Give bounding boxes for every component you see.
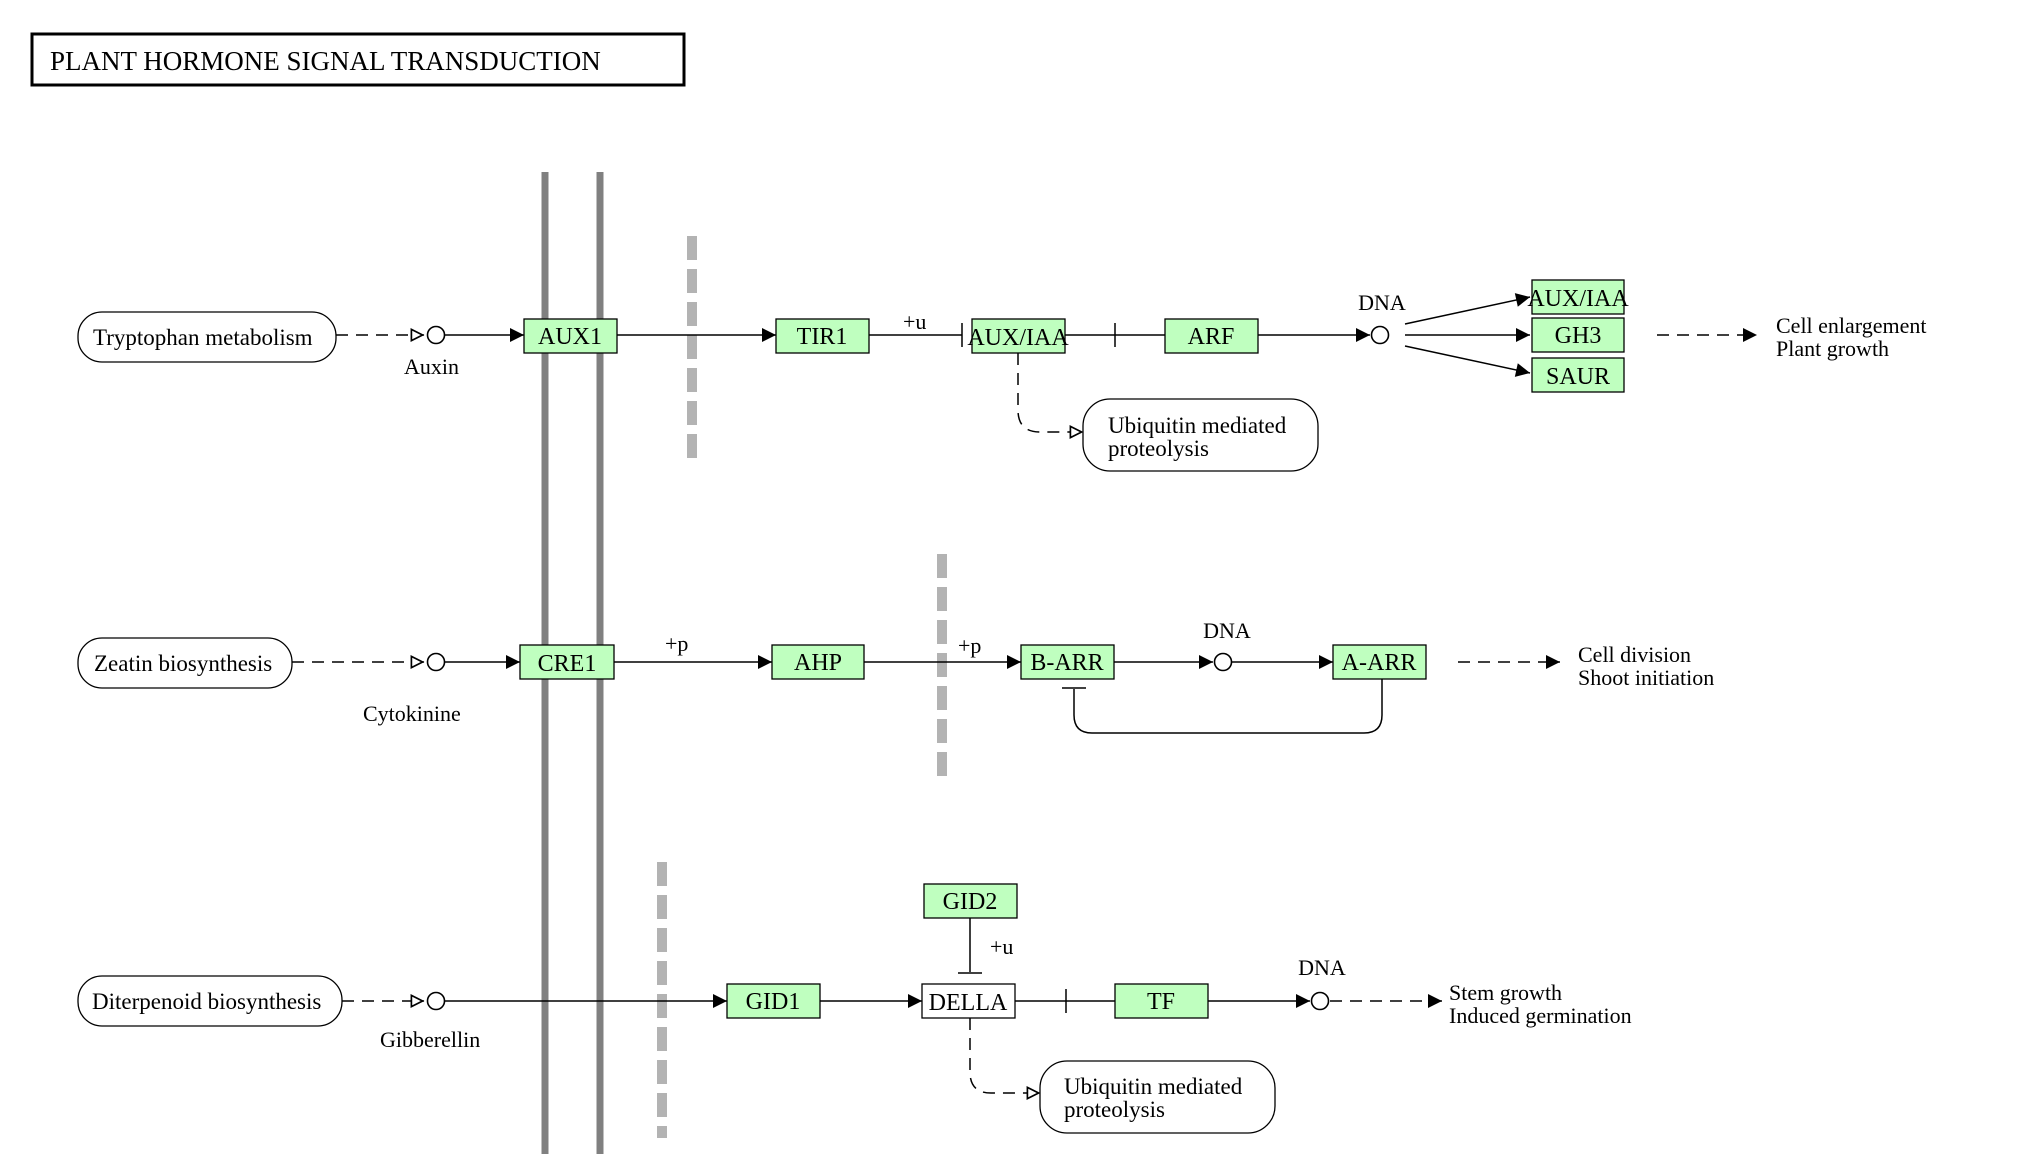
gene-ahp[interactable]: AHP — [771, 644, 865, 680]
gene-b-arr[interactable]: B-ARR — [1020, 644, 1115, 680]
compound-gibberellin[interactable] — [426, 991, 446, 1011]
gene-a-arr[interactable]: A-ARR — [1332, 644, 1427, 680]
edge-dna-saur — [1404, 345, 1531, 377]
edge-dna-auxiaa-out — [1404, 293, 1531, 325]
gene-tf[interactable]: TF — [1114, 983, 1209, 1019]
svg-text:AUX1: AUX1 — [538, 324, 602, 350]
svg-text:proteolysis: proteolysis — [1108, 436, 1209, 461]
outcome-stem-growth: Stem growth — [1449, 980, 1562, 1005]
gene-gh3[interactable]: GH3 — [1531, 317, 1625, 353]
outcome-induced-germination: Induced germination — [1449, 1003, 1632, 1028]
modification-ubiquitination-1: +u — [903, 309, 926, 334]
compound-dna-3-label: DNA — [1298, 955, 1346, 980]
compound-dna-2-label: DNA — [1203, 618, 1251, 643]
outcome-shoot-initiation: Shoot initiation — [1578, 665, 1714, 690]
pathway-zeatin-biosynthesis[interactable]: Zeatin biosynthesis — [77, 637, 293, 689]
gene-tir1[interactable]: TIR1 — [775, 318, 870, 354]
svg-text:PLANT HORMONE SIGNAL TRANSDUCT: PLANT HORMONE SIGNAL TRANSDUCTION — [50, 46, 601, 76]
gene-aux1[interactable]: AUX1 — [523, 318, 618, 354]
diagram-title: PLANT HORMONE SIGNAL TRANSDUCTION — [30, 32, 686, 87]
edge-aarr-inhibits-barr — [1073, 679, 1383, 734]
modification-phosphorylation-2: +p — [958, 633, 981, 658]
compound-dna-2[interactable] — [1213, 652, 1233, 672]
compound-auxin-label: Auxin — [404, 354, 459, 379]
outcome-plant-growth: Plant growth — [1776, 336, 1889, 361]
compound-dna-1-label: DNA — [1358, 290, 1406, 315]
gene-aux-iaa-target[interactable]: AUX/IAA — [1527, 279, 1629, 315]
gene-aux-iaa[interactable]: AUX/IAA — [967, 318, 1069, 354]
svg-text:TIR1: TIR1 — [797, 324, 848, 350]
gene-gid2[interactable]: GID2 — [923, 883, 1018, 919]
gene-cre1[interactable]: CRE1 — [519, 644, 615, 680]
svg-text:Zeatin biosynthesis: Zeatin biosynthesis — [94, 651, 272, 676]
svg-text:Ubiquitin mediated: Ubiquitin mediated — [1108, 413, 1287, 438]
outcome-cell-enlargement: Cell enlargement — [1776, 313, 1927, 338]
svg-text:ARF: ARF — [1188, 324, 1235, 350]
edge-della-ubiquitin — [969, 1018, 1041, 1100]
pathway-tryptophan-metabolism[interactable]: Tryptophan metabolism — [77, 311, 337, 363]
svg-text:proteolysis: proteolysis — [1064, 1097, 1165, 1122]
compound-cytokinine[interactable] — [426, 652, 446, 672]
svg-text:GID2: GID2 — [943, 889, 998, 915]
outcome-cell-division: Cell division — [1578, 642, 1691, 667]
modification-phosphorylation-1: +p — [665, 631, 688, 656]
modification-ubiquitination-2: +u — [990, 934, 1013, 959]
svg-text:SAUR: SAUR — [1546, 364, 1610, 390]
svg-text:DELLA: DELLA — [929, 990, 1008, 1016]
svg-text:CRE1: CRE1 — [538, 651, 597, 677]
gene-saur[interactable]: SAUR — [1531, 357, 1625, 393]
compound-dna-1[interactable] — [1370, 325, 1390, 345]
gene-della[interactable]: DELLA — [921, 983, 1016, 1019]
compound-cytokinine-label: Cytokinine — [363, 701, 461, 726]
svg-text:AUX/IAA: AUX/IAA — [1527, 286, 1629, 312]
svg-text:AUX/IAA: AUX/IAA — [967, 325, 1069, 351]
svg-text:Diterpenoid biosynthesis: Diterpenoid biosynthesis — [92, 989, 321, 1014]
svg-text:GH3: GH3 — [1555, 323, 1602, 349]
svg-text:B-ARR: B-ARR — [1030, 650, 1103, 676]
svg-text:A-ARR: A-ARR — [1342, 650, 1417, 676]
svg-text:AHP: AHP — [794, 650, 842, 676]
gene-gid1[interactable]: GID1 — [726, 983, 821, 1019]
compound-dna-3[interactable] — [1310, 991, 1330, 1011]
gene-arf[interactable]: ARF — [1164, 318, 1259, 354]
edge-auxiaa-ubiquitin — [1017, 353, 1084, 439]
svg-text:TF: TF — [1147, 989, 1175, 1015]
svg-text:Ubiquitin mediated: Ubiquitin mediated — [1064, 1074, 1243, 1099]
compound-auxin[interactable] — [426, 325, 446, 345]
svg-text:Tryptophan metabolism: Tryptophan metabolism — [93, 325, 313, 350]
svg-text:GID1: GID1 — [746, 989, 801, 1015]
pathway-ubiquitin-mediated-proteolysis-1[interactable]: Ubiquitin mediated proteolysis — [1082, 398, 1319, 472]
compound-gibberellin-label: Gibberellin — [380, 1027, 480, 1052]
pathway-ubiquitin-mediated-proteolysis-2[interactable]: Ubiquitin mediated proteolysis — [1039, 1060, 1276, 1134]
pathway-diterpenoid-biosynthesis[interactable]: Diterpenoid biosynthesis — [77, 975, 343, 1027]
